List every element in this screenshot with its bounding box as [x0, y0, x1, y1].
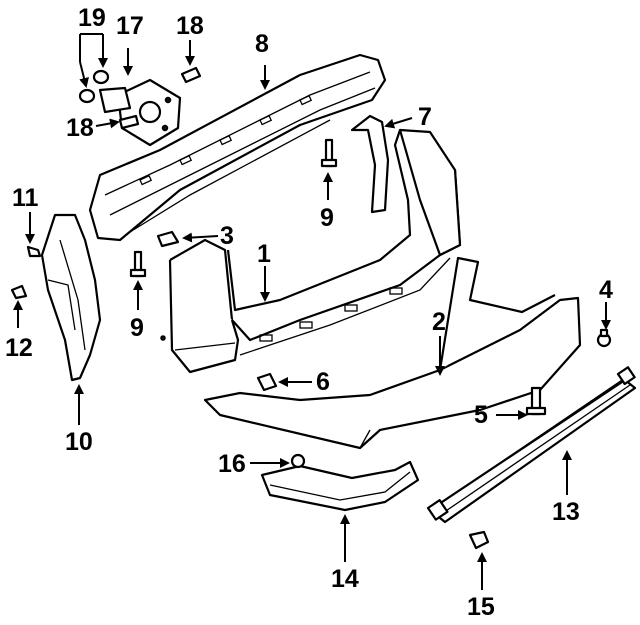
callout-8: 8	[255, 30, 269, 58]
part-12-screw	[10, 284, 28, 300]
callout-16: 16	[218, 450, 246, 478]
part-19-nuts	[78, 69, 110, 104]
callout-6: 6	[316, 368, 330, 396]
part-16-nut	[290, 453, 306, 469]
callout-9-right: 9	[320, 204, 334, 232]
part-10-side-support	[40, 213, 102, 382]
callout-18-left: 18	[66, 114, 94, 142]
part-1-fascia	[160, 128, 462, 374]
part-13-impact-bar	[426, 366, 637, 524]
part-9-bolt-right	[320, 138, 338, 168]
part-9-bolt-left	[129, 250, 147, 278]
part-14-molding	[260, 460, 420, 512]
part-17-bracket	[98, 78, 182, 147]
callout-3: 3	[220, 222, 234, 250]
callout-18-top: 18	[176, 12, 204, 40]
callout-labels: 8 17 18 19 18 7 9 3 1 9 11 12 10 4 2 6 5…	[5, 4, 613, 621]
part-3-clip	[156, 230, 180, 248]
part-15-fastener	[468, 530, 490, 550]
callout-10: 10	[65, 428, 93, 456]
callout-15: 15	[467, 593, 495, 621]
callout-2: 2	[432, 308, 446, 336]
part-7-strip	[350, 114, 390, 214]
callout-11: 11	[12, 184, 39, 212]
callout-9-left: 9	[130, 314, 144, 342]
callout-7: 7	[418, 103, 432, 131]
callout-5: 5	[474, 401, 488, 429]
callout-1: 1	[257, 240, 271, 268]
part-4-fastener	[596, 328, 612, 348]
part-11-screw	[26, 245, 42, 258]
leader-lines	[13, 33, 611, 590]
callout-19: 19	[78, 4, 106, 32]
callout-14: 14	[331, 565, 359, 593]
part-8-reinforcement	[88, 53, 387, 242]
callout-17: 17	[116, 12, 144, 40]
part-18-bolts	[118, 66, 202, 130]
callout-4: 4	[599, 276, 613, 304]
part-6-clip	[256, 372, 278, 392]
callout-13: 13	[552, 498, 580, 526]
callout-12: 12	[5, 334, 33, 362]
part-2-bumper-cover	[203, 256, 582, 450]
